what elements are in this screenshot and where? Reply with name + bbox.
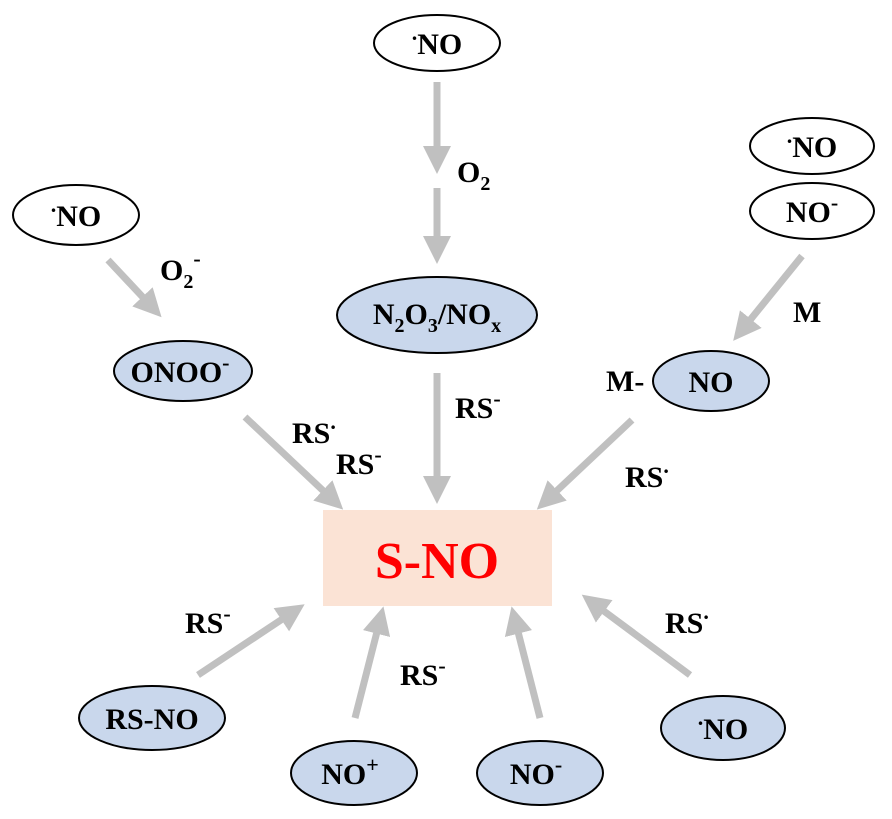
arrow-mno-to-sno: [536, 417, 635, 510]
center-product: S-NO: [323, 510, 552, 606]
svg-text:NO-: NO-: [786, 190, 838, 229]
reagent-rs-onoo-1: RS.: [292, 409, 336, 450]
svg-text:N2O3/NOx: N2O3/NOx: [373, 298, 501, 337]
node-right-no: .NO: [749, 117, 875, 175]
svg-text:.NO: .NO: [787, 123, 838, 164]
arrow-noplus-to-sno: [351, 606, 391, 719]
arrow-right-no-to-mno: [733, 253, 805, 341]
svg-text:.NO: .NO: [412, 20, 463, 61]
arrow-left-no-to-onoo: [105, 257, 162, 318]
m-prefix: M-: [606, 365, 644, 398]
center-box: [323, 510, 552, 606]
svg-text:.NO: .NO: [698, 705, 749, 746]
node-no-minus-bottom: NO-: [476, 740, 604, 806]
node-top-no: .NO: [373, 14, 501, 72]
svg-text:NO+: NO+: [321, 752, 379, 791]
node-rs-no: RS-NO: [78, 685, 226, 751]
node-label: NO: [417, 28, 462, 61]
node-no-radical-bottom: .NO: [660, 695, 786, 761]
arrow-onoo-to-sno: [242, 414, 344, 510]
reagent-rs-no-bottom: RS.: [665, 599, 709, 640]
svg-text:.NO: .NO: [51, 192, 102, 233]
node-right-no-minus: NO-: [749, 182, 875, 240]
node-onoo-minus: ONOO-: [113, 340, 253, 402]
reagent-o2: O2: [457, 156, 490, 195]
reagent-rs-center: RS-: [455, 386, 501, 425]
radical-dot: .: [412, 20, 418, 45]
arrow-nominus-to-sno: [504, 606, 544, 719]
node-n2o3-nox: N2O3/NOx: [336, 276, 538, 354]
center-label: S-NO: [375, 533, 499, 590]
reagent-o2-minus: O2-: [160, 246, 201, 293]
svg-text:ONOO-: ONOO-: [131, 350, 230, 389]
reagent-rs-onoo-2: RS-: [336, 442, 382, 481]
arrows: [105, 82, 805, 719]
node-label: NO: [689, 366, 734, 399]
node-left-no: .NO: [12, 184, 140, 246]
arrow-rsno-to-sno: [196, 604, 305, 678]
node-m-no: M- NO: [606, 350, 770, 412]
svg-text:RS-NO: RS-NO: [105, 703, 198, 736]
arrow-bottom-no-to-sno: [581, 594, 693, 678]
reagent-rs-rsno: RS-: [185, 601, 231, 640]
reagent-rs-mno: RS.: [625, 453, 669, 494]
node-no-plus: NO+: [290, 740, 418, 806]
reagent-m: M: [793, 296, 821, 329]
svg-text:NO-: NO-: [510, 752, 562, 791]
reagent-rs-noplus: RS-: [400, 653, 446, 692]
